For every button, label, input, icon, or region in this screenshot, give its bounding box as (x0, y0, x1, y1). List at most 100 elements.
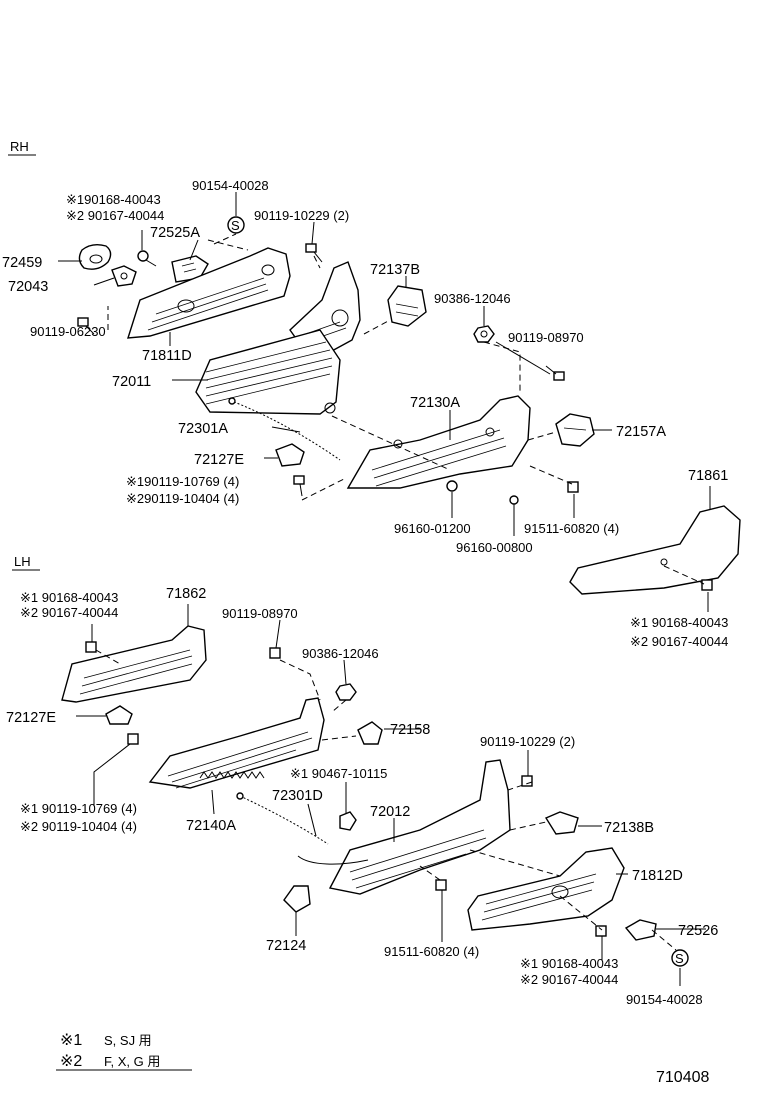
washer-rh-96160-01200 (446, 480, 458, 492)
label-rh-90119-10404: ※290119-10404 (4) (126, 491, 239, 506)
label-lh-71812D: 71812D (632, 868, 683, 884)
bolt-rh-90168 (137, 250, 157, 267)
nut-lh-90386-12046 (335, 683, 357, 701)
label-lh-90119-10769: ※1 90119-10769 (4) (20, 801, 137, 816)
part-72012-adjuster (297, 759, 511, 895)
leader-lines (58, 192, 711, 986)
snap-ring-s-mark-lh: S (675, 951, 684, 966)
labels-rh: ※190168-40043 ※2 90167-40044 90154-40028… (2, 178, 728, 649)
part-72140A-adjuster (148, 697, 325, 789)
part-72011-adjuster (195, 329, 341, 415)
bolt-lh-90168-40043 (85, 641, 97, 653)
nut-rh-90386-12046 (473, 325, 495, 343)
footnote-legend: ※1 S, SJ 用 ※2 F, X, G 用 (56, 1032, 192, 1071)
snap-ring-s-mark: S (231, 218, 240, 233)
label-rh-96160-01200: 96160-01200 (394, 521, 471, 536)
snap-ring-90154-rh: S (227, 216, 245, 234)
part-72127E-handle-lh (105, 705, 133, 725)
label-lh-90168-40043-b: ※1 90168-40043 (520, 956, 618, 971)
part-recliner-frame-rh (289, 261, 361, 353)
section-rh-label: RH (10, 139, 29, 154)
label-rh-71861: 71861 (688, 468, 728, 484)
label-lh-90386-12046: 90386-12046 (302, 646, 379, 661)
label-rh-71811D: 71811D (142, 348, 192, 364)
label-rh-72301A: 72301A (178, 421, 228, 437)
part-72158-bracket (357, 721, 383, 745)
label-rh-91511-60820: 91511-60820 (4) (524, 521, 619, 536)
label-lh-90167-40044: ※2 90167-40044 (20, 605, 118, 620)
part-72157A-cover (555, 413, 595, 447)
label-lh-72138B: 72138B (604, 820, 654, 836)
part-72138B-cover (544, 811, 579, 835)
part-72137B-cover (387, 285, 427, 327)
label-rh-72127E: 72127E (194, 452, 244, 468)
drawing-number: 710408 (656, 1069, 709, 1086)
bolt-lh-90119-10229 (521, 775, 533, 787)
lh-dashed-lines (95, 649, 677, 951)
label-rh-90167-40044: ※2 90167-40044 (66, 208, 164, 223)
label-lh-90467-10115: ※1 90467-10115 (290, 766, 387, 781)
label-rh-90119-06230: 90119-06230 (30, 324, 106, 339)
bolt-lh-90119-10769 (127, 733, 139, 745)
label-rh-72011: 72011 (112, 374, 151, 390)
legend-n1-mark: ※1 (60, 1032, 82, 1049)
part-71861-cover (569, 505, 741, 595)
label-lh-90168-40043: ※1 90168-40043 (20, 590, 118, 605)
label-rh-72525A: 72525A (150, 225, 200, 241)
label-lh-72140A: 72140A (186, 818, 236, 834)
label-rh-96160-00800: 96160-00800 (456, 540, 533, 555)
label-lh-72301D: 72301D (272, 788, 323, 804)
label-lh-72127E: 72127E (6, 710, 56, 726)
part-72301D-cable (236, 792, 329, 845)
label-rh-72459: 72459 (2, 255, 42, 271)
legend-n1-text: S, SJ 用 (104, 1033, 152, 1048)
part-71812D-cover (467, 847, 625, 931)
label-rh-90386-12046: 90386-12046 (434, 291, 511, 306)
label-lh-90119-10229: 90119-10229 (2) (480, 734, 575, 749)
label-lh-90167-40044-b: ※2 90167-40044 (520, 972, 618, 987)
bolt-rh-90119-06230 (77, 317, 95, 335)
part-72124-cover (283, 885, 311, 913)
label-lh-90119-10404: ※2 90119-10404 (4) (20, 819, 137, 834)
legend-n2-mark: ※2 (60, 1053, 82, 1070)
bolt-rh-91511-60820 (567, 481, 579, 493)
label-rh-90167-40044-b: ※2 90167-40044 (630, 634, 728, 649)
label-lh-90154-40028: 90154-40028 (626, 992, 703, 1007)
part-71811D-cover (127, 247, 291, 339)
label-rh-72157A: 72157A (616, 424, 666, 440)
labels-lh: ※1 90168-40043 ※2 90167-40044 71862 9011… (6, 586, 718, 1007)
part-72130A-adjuster (346, 395, 531, 489)
snap-ring-90154-lh: S (671, 949, 689, 967)
label-lh-72158: 72158 (390, 722, 430, 738)
bolt-rh-90168-40043-b (701, 579, 713, 591)
section-lh-label: LH (14, 554, 31, 569)
label-rh-90119-10769: ※190119-10769 (4) (126, 474, 239, 489)
label-lh-72526: 72526 (678, 923, 718, 939)
label-lh-72012: 72012 (370, 804, 410, 820)
washer-rh-96160-00800 (509, 495, 519, 505)
label-rh-72043: 72043 (8, 279, 48, 295)
label-rh-72130A: 72130A (410, 395, 460, 411)
label-rh-72137B: 72137B (370, 262, 420, 278)
label-rh-90154-40028: 90154-40028 (192, 178, 269, 193)
bolt-lh-90119-08970 (269, 647, 281, 659)
part-72301A-cable (228, 397, 341, 461)
bolt-rh-90119-10229 (305, 243, 323, 263)
bolt-lh-90168-40043-b (595, 925, 607, 937)
part-72526-knob (624, 919, 657, 941)
label-rh-90168-40043: ※190168-40043 (66, 192, 161, 207)
label-lh-72124: 72124 (266, 938, 306, 954)
legend-n2-text: F, X, G 用 (104, 1054, 160, 1069)
label-lh-71862: 71862 (166, 586, 206, 602)
label-lh-90119-08970: 90119-08970 (222, 606, 298, 621)
label-rh-90119-08970: 90119-08970 (508, 330, 584, 345)
label-rh-90119-10229: 90119-10229 (2) (254, 208, 349, 223)
part-72525A-knob (171, 255, 209, 283)
part-72459-plate (78, 243, 112, 270)
clip-lh-90467-10115 (339, 811, 357, 831)
label-rh-90168-40043-b: ※1 90168-40043 (630, 615, 728, 630)
label-lh-91511-60820: 91511-60820 (4) (384, 944, 479, 959)
bolt-rh-90119-08970 (545, 365, 565, 381)
bolt-lh-91511-60820 (435, 879, 447, 891)
